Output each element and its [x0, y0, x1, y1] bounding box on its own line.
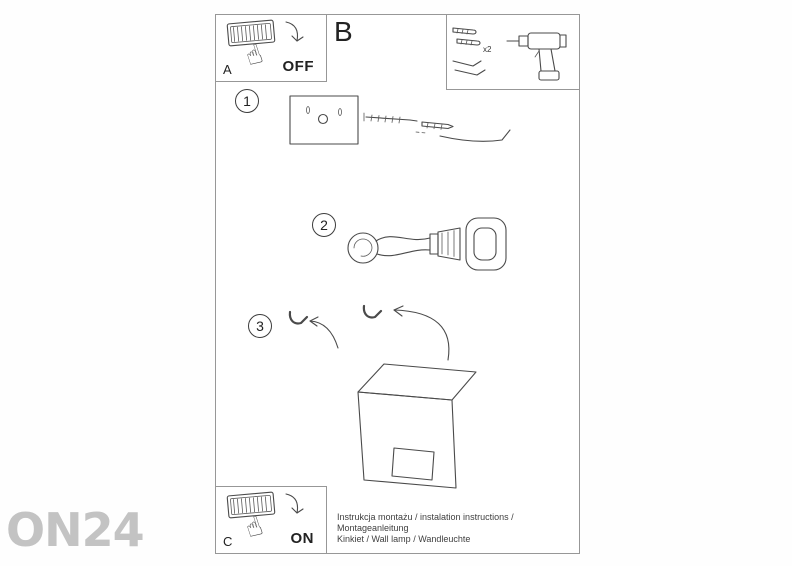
screw-icon	[363, 112, 418, 124]
footer-text: Instrukcja montażu / instalation instruc…	[337, 512, 577, 545]
wires-icon	[375, 236, 431, 257]
section-b-label: B	[334, 16, 353, 47]
wall-anchor-icon	[452, 27, 481, 46]
footer-line-2: Kinkiet / Wall lamp / Wandleuchte	[337, 534, 471, 544]
switch-on-illustration	[226, 491, 304, 519]
section-a-box: ☝ OFF A	[215, 14, 327, 82]
cube-lampshade-icon	[357, 363, 477, 489]
parts-box: x2	[446, 14, 580, 90]
switch-state-on: ON	[290, 530, 314, 547]
section-a-label: A	[223, 62, 232, 77]
rotate-arrow-icon	[285, 493, 304, 514]
light-switch-icon	[226, 19, 276, 47]
step-1-number: 1	[235, 89, 259, 113]
section-c-box: ☝ ON C	[215, 486, 327, 554]
anchor-count-label: x2	[483, 45, 492, 54]
anchor-in-wall-icon	[421, 121, 454, 130]
step-1-digit: 1	[243, 93, 251, 109]
cube-opening	[391, 447, 435, 481]
step-1-illustration	[289, 95, 511, 145]
switch-state-off: OFF	[282, 58, 314, 75]
placement-arrow-right	[393, 305, 450, 361]
allen-key-icon	[452, 60, 486, 76]
switch-off-illustration	[226, 19, 304, 47]
step-3-number: 3	[248, 314, 272, 338]
rotate-arrow-icon	[285, 21, 304, 42]
parts-illustration	[452, 27, 567, 81]
step-2-digit: 2	[320, 217, 328, 233]
step-3-illustration	[288, 304, 477, 489]
step-2-number: 2	[312, 213, 336, 237]
sheet-frame	[215, 14, 580, 554]
on24-watermark: ON24	[6, 503, 145, 557]
mounting-hook-icon	[288, 304, 383, 325]
canopy-icon	[465, 217, 507, 271]
drill-icon	[506, 32, 567, 81]
bent-key-icon	[415, 129, 511, 142]
mounting-plate-icon	[289, 95, 359, 145]
section-c-label: C	[223, 534, 233, 549]
placement-arrow-left	[309, 316, 339, 349]
bulb-socket-icon	[429, 227, 461, 261]
cable-coil-icon	[347, 232, 379, 264]
step-3-digit: 3	[256, 318, 264, 334]
light-switch-icon	[226, 491, 276, 519]
footer-line-1: Instrukcja montażu / instalation instruc…	[337, 512, 514, 533]
step-2-illustration	[347, 217, 507, 271]
